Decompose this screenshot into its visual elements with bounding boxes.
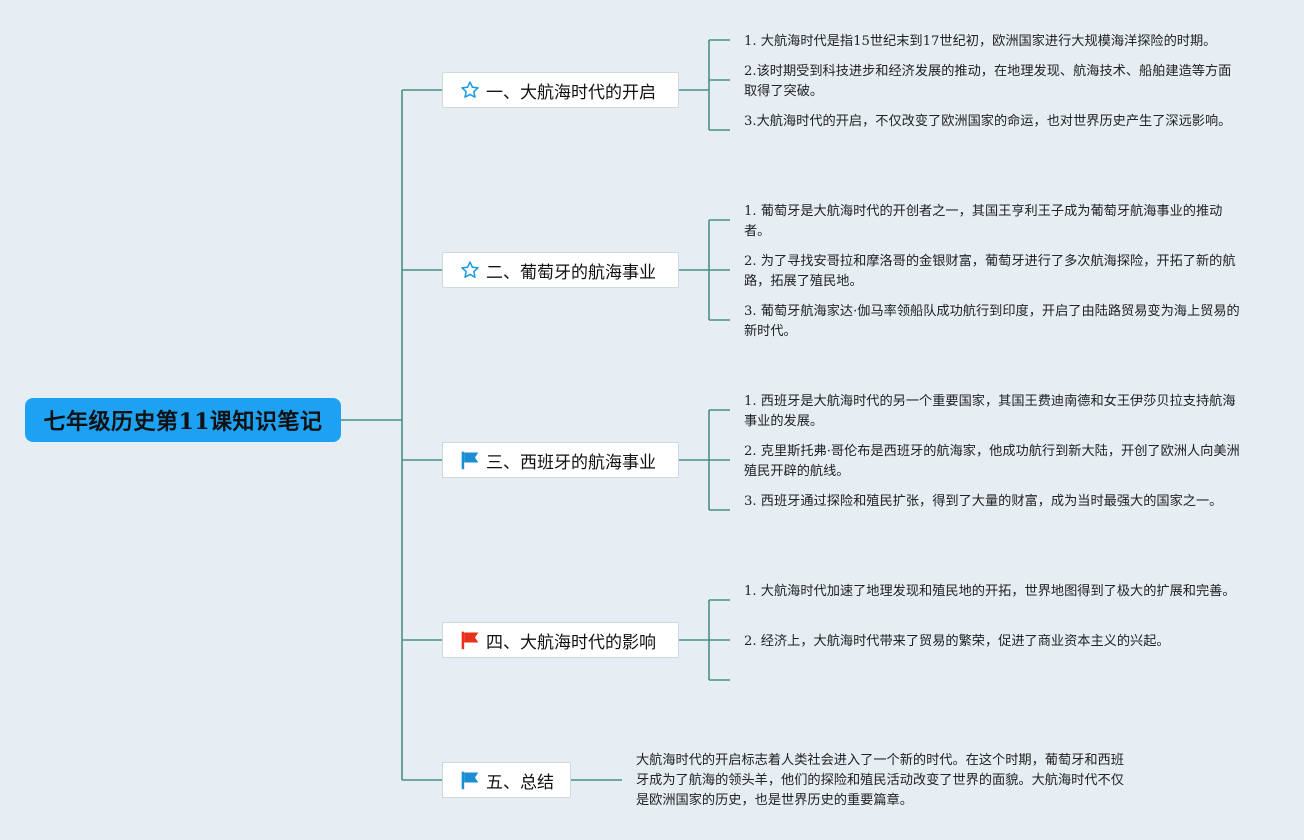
topic-4[interactable]: 四、大航海时代的影响 bbox=[442, 622, 679, 658]
red-flag-icon bbox=[459, 629, 481, 651]
topic-5[interactable]: 五、总结 bbox=[442, 762, 571, 798]
topic-2-label: 二、葡萄牙的航海事业 bbox=[486, 262, 656, 283]
topic-1-label: 一、大航海时代的开启 bbox=[486, 82, 656, 103]
topic-1[interactable]: 一、大航海时代的开启 bbox=[442, 72, 679, 108]
topic-4-label: 四、大航海时代的影响 bbox=[486, 632, 656, 653]
topic-5-summary: 大航海时代的开启标志着人类社会进入了一个新的时代。在这个时期，葡萄牙和西班牙成为… bbox=[636, 753, 1124, 808]
topic-3-note-3: 3. 西班牙通过探险和殖民扩张，得到了大量的财富，成为当时最强大的国家之一。 bbox=[744, 494, 1223, 509]
topic-1-note-1: 1. 大航海时代是指15世纪末到17世纪初，欧洲国家进行大规模海洋探险的时期。 bbox=[744, 34, 1217, 49]
topic-1-note-2: 2.该时期受到科技进步和经济发展的推动，在地理发现、航海技术、船舶建造等方面取得… bbox=[744, 64, 1232, 99]
topic-5-label: 五、总结 bbox=[486, 772, 554, 793]
blue-flag-icon bbox=[459, 449, 481, 471]
star-outline-icon bbox=[459, 259, 481, 281]
topic-4-note-1: 1. 大航海时代加速了地理发现和殖民地的开拓，世界地图得到了极大的扩展和完善。 bbox=[744, 584, 1236, 599]
topic-2-note-2: 2. 为了寻找安哥拉和摩洛哥的金银财富，葡萄牙进行了多次航海探险，开拓了新的航路… bbox=[744, 254, 1236, 289]
topic-3-label: 三、西班牙的航海事业 bbox=[486, 452, 656, 473]
star-outline-icon bbox=[459, 79, 481, 101]
topic-2[interactable]: 二、葡萄牙的航海事业 bbox=[442, 252, 679, 288]
topic-1-note-3: 3.大航海时代的开启，不仅改变了欧洲国家的命运，也对世界历史产生了深远影响。 bbox=[744, 114, 1232, 129]
topic-2-note-3: 3. 葡萄牙航海家达·伽马率领船队成功航行到印度，开启了由陆路贸易变为海上贸易的… bbox=[744, 304, 1240, 339]
blue-flag-icon bbox=[459, 769, 481, 791]
topic-2-note-1: 1. 葡萄牙是大航海时代的开创者之一，其国王亨利王子成为葡萄牙航海事业的推动者。 bbox=[744, 204, 1223, 239]
topic-3-note-2: 2. 克里斯托弗·哥伦布是西班牙的航海家，他成功航行到新大陆，开创了欧洲人向美洲… bbox=[744, 444, 1240, 479]
topic-4-note-2: 2. 经济上，大航海时代带来了贸易的繁荣，促进了商业资本主义的兴起。 bbox=[744, 634, 1170, 649]
root-topic[interactable]: 七年级历史第11课知识笔记 bbox=[25, 398, 341, 442]
topic-3[interactable]: 三、西班牙的航海事业 bbox=[442, 442, 679, 478]
topic-3-note-1: 1. 西班牙是大航海时代的另一个重要国家，其国王费迪南德和女王伊莎贝拉支持航海事… bbox=[744, 394, 1236, 429]
